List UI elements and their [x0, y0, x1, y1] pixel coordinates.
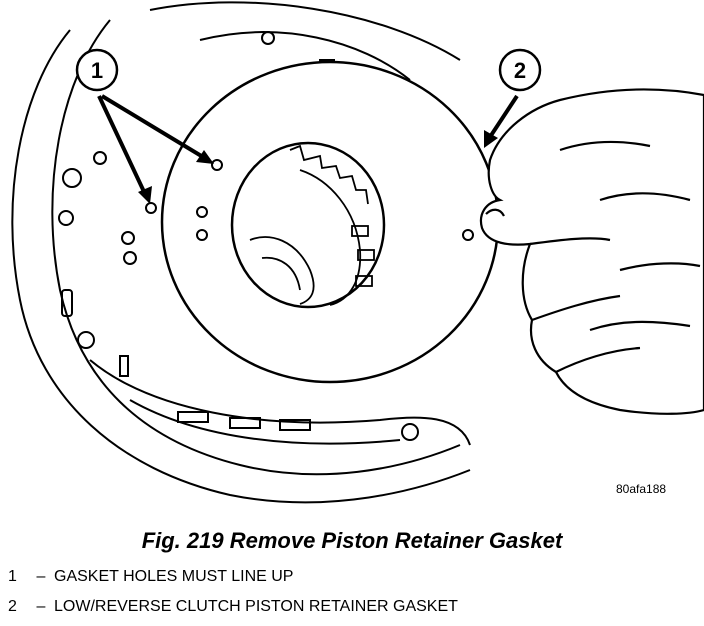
gasket-hole [196, 206, 208, 218]
gasket-hole [462, 229, 474, 241]
gasket-illustration: 1 2 [11, 1, 704, 504]
legend-item-2: 2 –LOW/REVERSE CLUTCH PISTON RETAINER GAS… [8, 598, 458, 616]
figure-caption: Fig. 219 Remove Piston Retainer Gasket [141, 528, 563, 553]
callout-1-label: 1 [91, 58, 103, 83]
case-inner-ring [51, 19, 461, 476]
callout-2: 2 [484, 48, 542, 148]
hand-illustration [479, 88, 704, 415]
gasket-hole [211, 159, 223, 171]
legend-text: GASKET HOLES MUST LINE UP [54, 568, 294, 585]
case-hole [145, 202, 157, 214]
case-outer-ring [11, 29, 471, 504]
callout-2-label: 2 [514, 58, 526, 83]
legend-dash: – [36, 598, 46, 615]
callout-1: 1 [75, 48, 214, 204]
case-top-ring [149, 1, 461, 61]
gasket-hole [196, 229, 208, 241]
figure-code: 80afa188 [616, 482, 667, 496]
legend-number: 2 [8, 598, 17, 615]
legend-number: 1 [8, 568, 17, 585]
retainer-gasket [145, 60, 500, 384]
legend-item-1: 1 –GASKET HOLES MUST LINE UP [8, 568, 293, 586]
legend-dash: – [36, 568, 46, 585]
legend-text: LOW/REVERSE CLUTCH PISTON RETAINER GASKE… [54, 598, 458, 615]
